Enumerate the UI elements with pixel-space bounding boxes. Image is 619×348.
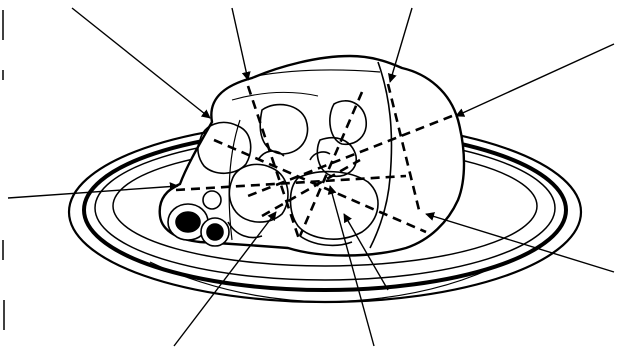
leader-arrow-top-center: [232, 8, 248, 80]
roast-meat: [160, 56, 464, 256]
leader-arrow-top-left: [72, 8, 210, 118]
leader-arrow-upper-right: [456, 44, 614, 116]
frame-left-edge: [3, 10, 4, 330]
